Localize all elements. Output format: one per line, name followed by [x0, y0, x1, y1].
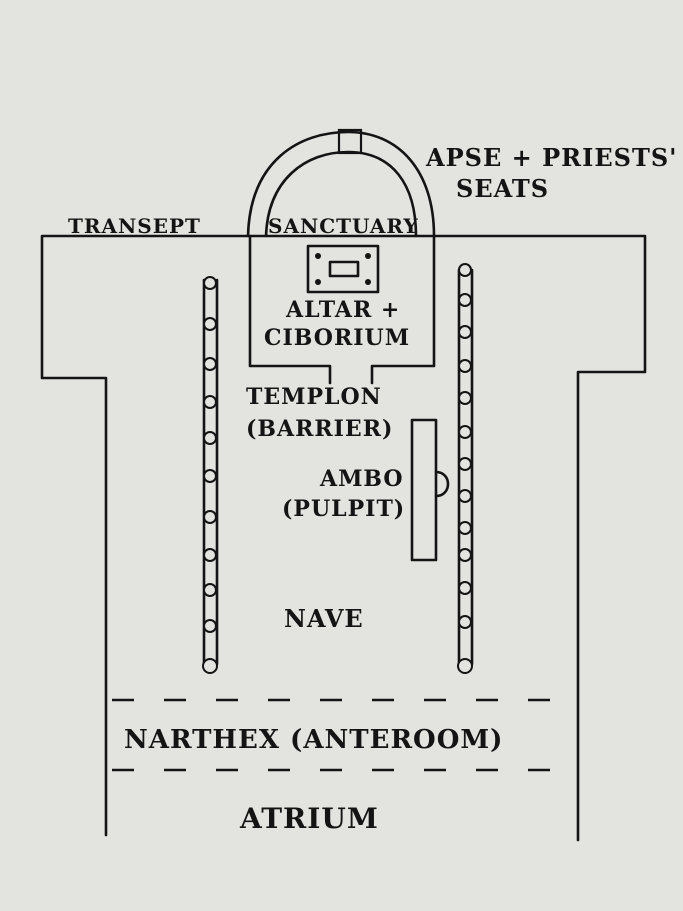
apse-opening: [337, 128, 363, 155]
label-sanctuary: SANCTUARY: [268, 214, 419, 238]
right-colonnade: [457, 263, 474, 674]
label-templon-line1: TEMPLON: [246, 384, 382, 410]
label-templon-line2: (BARRIER): [246, 416, 393, 442]
label-ambo-line1: AMBO: [319, 466, 404, 492]
label-nave: NAVE: [284, 604, 364, 633]
label-narthex: NARTHEX (ANTEROOM): [124, 725, 503, 755]
left-colonnade: [202, 276, 219, 674]
label-ambo-line2: (PULPIT): [282, 496, 405, 522]
label-apse-line1: APSE + PRIESTS': [425, 143, 678, 172]
ambo: [410, 418, 450, 562]
apse-outer-wall: [246, 130, 436, 238]
label-apse-line2: SEATS: [456, 174, 549, 203]
sanctuary-outline: [248, 234, 436, 385]
label-altar-line1: ALTAR +: [285, 297, 400, 323]
transept-outline: [40, 234, 647, 842]
altar-ciborium: [306, 244, 380, 294]
label-transept: TRANSEPT: [68, 214, 201, 238]
label-altar-line2: CIBORIUM: [264, 325, 410, 351]
label-atrium: ATRIUM: [239, 802, 379, 835]
